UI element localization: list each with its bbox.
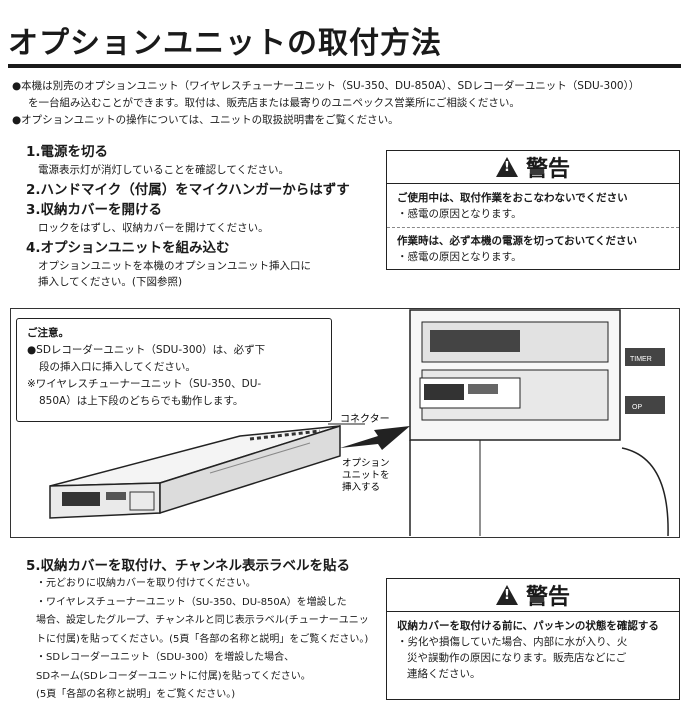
warning-line: 連絡ください。: [407, 668, 481, 680]
step-heading: 4.オプションユニットを組み込む: [26, 240, 230, 256]
insert-label-line: 挿入する: [342, 481, 380, 493]
step-5: 5.収納カバーを取付け、チャンネル表示ラベルを貼る ・元どおりに収納カバーを取り…: [26, 556, 376, 706]
option-unit-illustration: [49, 424, 341, 519]
warning-icon: [495, 157, 518, 177]
step-heading: 5.収納カバーを取付け、チャンネル表示ラベルを貼る: [26, 558, 350, 574]
caution-line: 段の挿入口に挿入してください。: [39, 361, 196, 373]
step-desc: (5頁「各部の名称と説明」をご覧ください。): [36, 689, 236, 700]
installation-diagram: コネクター オプション ユニットを 挿入する TIMER OP: [49, 309, 669, 536]
insert-arrow-icon: [340, 426, 410, 450]
warning-line: ・感電の原因となります。: [397, 251, 522, 263]
warning-box-operation: 警告 ご使用中は、取付作業をおこなわないでください ・感電の原因となります。 作…: [386, 150, 680, 270]
intro-line: ●オプションユニットの操作については、ユニットの取扱説明書をご覧ください。: [12, 114, 399, 126]
warning-box-cover: 警告 収納カバーを取付ける前に、パッキンの状態を確認する ・劣化や損傷していた場…: [386, 578, 680, 700]
warning-title: 警告: [525, 585, 570, 610]
intro-notes: ●本機は別売のオプションユニット（ワイヤレスチューナーユニット（SU-350、D…: [12, 78, 672, 129]
caution-line: ※ワイヤレスチューナーユニット（SU-350、DU-: [27, 378, 262, 390]
connector-label: コネクター: [340, 413, 390, 425]
divider: [387, 227, 679, 228]
page-title: オプションユニットの取付方法: [8, 26, 442, 61]
warning-line: 災や誤動作の原因になります。販売店などにご: [407, 652, 627, 664]
step-desc: ・ワイヤレスチューナーユニット（SU-350、DU-850A）を増設した: [36, 596, 347, 608]
intro-line: を一台組み込むことができます。取付は、販売店または最寄りのユニペックス営業所にご…: [28, 97, 520, 109]
main-unit-illustration: TIMER OP: [409, 309, 669, 536]
panel-tag: OP: [632, 404, 642, 411]
warning-line: 収納カバーを取付ける前に、パッキンの状態を確認する: [397, 620, 659, 632]
warning-line: 作業時は、必ず本機の電源を切っておいてください: [397, 235, 638, 247]
warning-title: 警告: [525, 157, 570, 182]
step-desc: 場合、設定したグループ、チャンネルと同じ表示ラベル(チューナーユニッ: [36, 615, 369, 626]
warning-header: 警告: [387, 579, 679, 612]
warning-line: ご使用中は、取付作業をおこなわないでください: [397, 192, 628, 204]
step-heading: 1.電源を切る: [26, 144, 109, 160]
intro-line: ●本機は別売のオプションユニット（ワイヤレスチューナーユニット（SU-350、D…: [12, 80, 640, 92]
step-desc: トに付属)を貼ってください。(5頁「各部の名称と説明」をご覧ください。): [36, 633, 369, 645]
warning-line: ・劣化や損傷していた場合、内部に水が入り、火: [397, 636, 628, 648]
warning-icon: [495, 585, 518, 605]
step-heading: 2.ハンドマイク（付属）をマイクハンガーからはずす: [26, 182, 350, 198]
insert-label-line: ユニットを: [342, 470, 390, 481]
caution-line: ●SDレコーダーユニット（SDU-300）は、必ず下: [27, 344, 266, 356]
step-heading: 3.収納カバーを開ける: [26, 202, 163, 218]
title-underline: [8, 64, 681, 68]
step-desc: SDネーム(SDレコーダーユニットに付属)を貼ってください。: [36, 670, 311, 682]
caution-line: 850A）は上下段のどちらでも動作します。: [39, 395, 244, 407]
warning-line: ・感電の原因となります。: [397, 208, 522, 220]
steps-1-4: 1.電源を切る 電源表示灯が消灯していることを確認してください。 2.ハンドマイ…: [26, 142, 376, 292]
warning-header: 警告: [387, 151, 679, 184]
step-desc: ・SDレコーダーユニット（SDU-300）を増設した場合、: [36, 652, 295, 663]
caution-box: ご注意。 ●SDレコーダーユニット（SDU-300）は、必ず下 段の挿入口に挿入…: [16, 318, 332, 422]
step-desc: オプションユニットを本機のオプションユニット挿入口に: [38, 260, 311, 272]
insert-label-line: オプション: [342, 458, 390, 469]
panel-tag: TIMER: [630, 356, 652, 363]
diagram-frame: [10, 308, 680, 538]
step-desc: 電源表示灯が消灯していることを確認してください。: [38, 164, 290, 176]
step-desc: 挿入してください。(下図参照): [38, 276, 183, 288]
step-desc: ロックをはずし、収納カバーを開けてください。: [38, 222, 269, 234]
caution-title: ご注意。: [27, 327, 69, 339]
step-desc: ・元どおりに収納カバーを取り付けてください。: [36, 578, 256, 589]
